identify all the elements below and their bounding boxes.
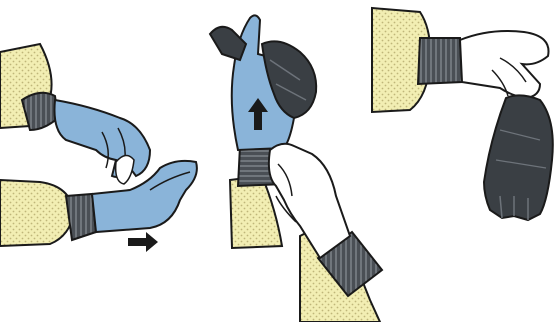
ungloved-fingers-icon: [116, 155, 134, 184]
panel-3: [372, 8, 553, 220]
sleeve-lower: [0, 180, 74, 246]
cuff-right-panel: [418, 38, 462, 84]
panel-2: [210, 15, 382, 322]
bare-hand-icon: [460, 31, 549, 98]
arrow-right-icon: [128, 232, 158, 252]
dark-glove-icon: [484, 95, 553, 220]
gloved-hand-icon: [92, 161, 197, 232]
cuff-lower: [66, 194, 96, 240]
panel-1: [0, 44, 197, 252]
gloved-hand-icon: [54, 100, 150, 177]
